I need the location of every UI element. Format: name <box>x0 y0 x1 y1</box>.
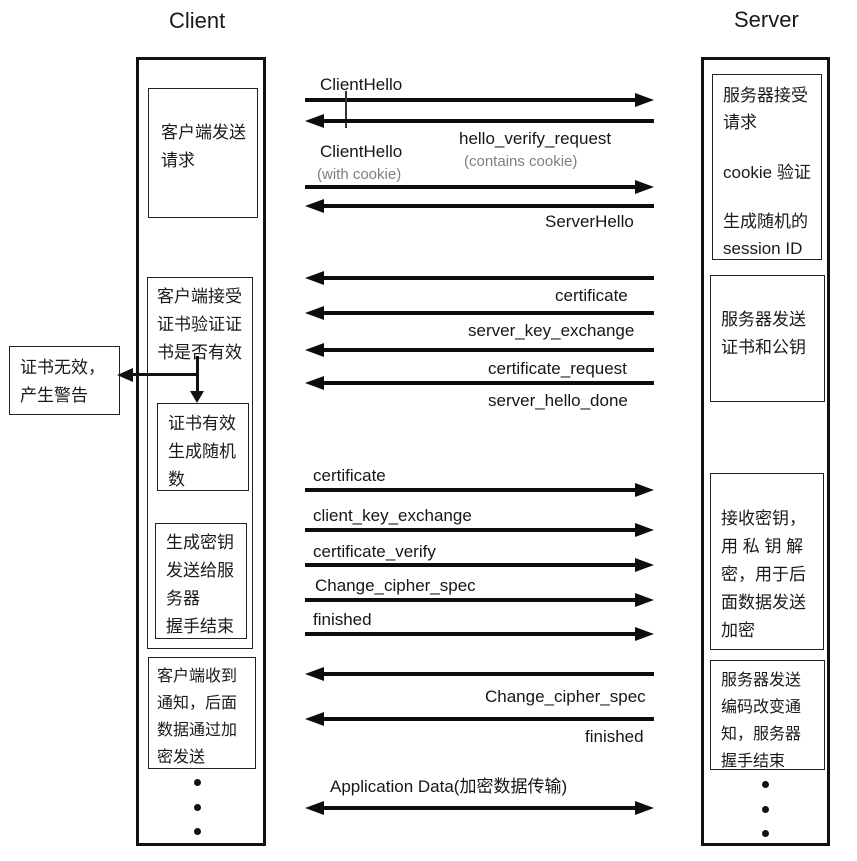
ellipsis-dot <box>194 779 201 786</box>
client-box-cert-valid: 证书有效 生成随机 数 <box>157 403 249 491</box>
label-server-key-exchange: server_key_exchange <box>468 321 635 340</box>
ellipsis-dot <box>762 830 769 837</box>
arrowhead-right-icon <box>635 627 654 641</box>
server-box-accept-request: 服务器接受 请求 cookie 验证 生成随机的 session ID <box>712 74 822 260</box>
arrow-server-hello-done <box>305 376 654 390</box>
arrow-client-hello-1 <box>305 93 654 107</box>
arrowhead-left-icon <box>305 199 324 213</box>
label-server-hello-done: server_hello_done <box>488 391 628 410</box>
server-accept-request-text: 服务器接受 请求 <box>723 86 808 132</box>
server-box-receive-key: 接收密钥， 用 私 钥 解 密，用于后 面数据发送 加密 <box>710 473 824 650</box>
label-with-cookie: (with cookie) <box>317 166 402 183</box>
arrow-certificate-verify <box>305 558 654 572</box>
arrowhead-left-icon <box>305 271 324 285</box>
label-client-key-exchange: client_key_exchange <box>313 506 472 525</box>
arrow-certificate-request <box>305 343 654 357</box>
client-box-generate-key: 生成密钥 发送给服 务器 握手结束 <box>155 523 247 639</box>
server-gen-session-text: 生成随机的 session ID <box>723 212 808 258</box>
retransmit-tick-mark <box>345 91 347 128</box>
label-certificate-verify: certificate_verify <box>313 542 436 561</box>
arrow-left-icon <box>117 368 133 382</box>
arrowhead-right-icon <box>635 180 654 194</box>
label-certificate-request: certificate_request <box>488 359 627 378</box>
arrowhead-right-icon <box>635 801 654 815</box>
arrow-client-change-cipher-spec <box>305 593 654 607</box>
arrow-server-key-exchange <box>305 306 654 320</box>
arrowhead-left-icon <box>305 712 324 726</box>
arrowhead-right-icon <box>635 93 654 107</box>
client-box-send-request: 客户端发送 请求 <box>148 88 258 218</box>
arrowhead-left-icon <box>305 667 324 681</box>
server-box-send-cert: 服务器发送 证书和公钥 <box>710 275 825 402</box>
arrowhead-right-icon <box>635 483 654 497</box>
ellipsis-dot <box>194 828 201 835</box>
arrow-server-certificate <box>305 271 654 285</box>
arrow-client-finished <box>305 627 654 641</box>
warning-box-cert-invalid: 证书无效， 产生警告 <box>9 346 120 415</box>
label-server-certificate: certificate <box>555 286 628 305</box>
arrow-client-key-exchange <box>305 523 654 537</box>
arrow-server-change-cipher-spec <box>305 667 654 681</box>
arrow-server-hello <box>305 199 654 213</box>
arrowhead-left-icon <box>305 801 324 815</box>
arrow-hello-verify-request <box>305 114 654 128</box>
label-hello-verify-request: hello_verify_request <box>459 129 612 148</box>
label-client-hello-1: ClientHello <box>320 75 403 94</box>
ellipsis-dot <box>194 804 201 811</box>
server-cookie-verify-text: cookie 验证 <box>723 163 811 182</box>
arrowhead-left-icon <box>305 376 324 390</box>
label-server-hello: ServerHello <box>545 212 634 231</box>
arrowhead-right-icon <box>635 593 654 607</box>
arrowhead-left-icon <box>305 343 324 357</box>
label-application-data: Application Data(加密数据传输) <box>330 777 568 796</box>
label-server-finished: finished <box>585 727 644 746</box>
client-box-notified: 客户端收到 通知，后面 数据通过加 密发送 <box>148 657 256 769</box>
label-server-change-cipher-spec: Change_cipher_spec <box>485 687 646 706</box>
arrow-client-hello-2 <box>305 180 654 194</box>
server-box-change-notice: 服务器发送 编码改变通 知，服务器 握手结束 <box>710 660 825 770</box>
client-title: Client <box>169 8 226 33</box>
label-client-change-cipher-spec: Change_cipher_spec <box>315 576 476 595</box>
client-verify-cert-text: 客户端接受 证书验证证 书是否有效 <box>157 287 242 362</box>
label-client-finished: finished <box>313 610 372 629</box>
arrow-server-finished <box>305 712 654 726</box>
arrowhead-right-icon <box>635 523 654 537</box>
label-client-hello-2: ClientHello <box>320 142 403 161</box>
arrowhead-left-icon <box>305 306 324 320</box>
label-client-certificate: certificate <box>313 466 386 485</box>
decision-line-horizontal <box>130 373 198 376</box>
label-contains-cookie: (contains cookie) <box>464 153 578 170</box>
server-title: Server <box>734 7 799 32</box>
arrow-application-data <box>305 801 654 815</box>
arrow-down-icon <box>190 391 204 403</box>
arrow-client-certificate <box>305 483 654 497</box>
arrowhead-left-icon <box>305 114 324 128</box>
ellipsis-dot <box>762 806 769 813</box>
arrowhead-right-icon <box>635 558 654 572</box>
ellipsis-dot <box>762 781 769 788</box>
